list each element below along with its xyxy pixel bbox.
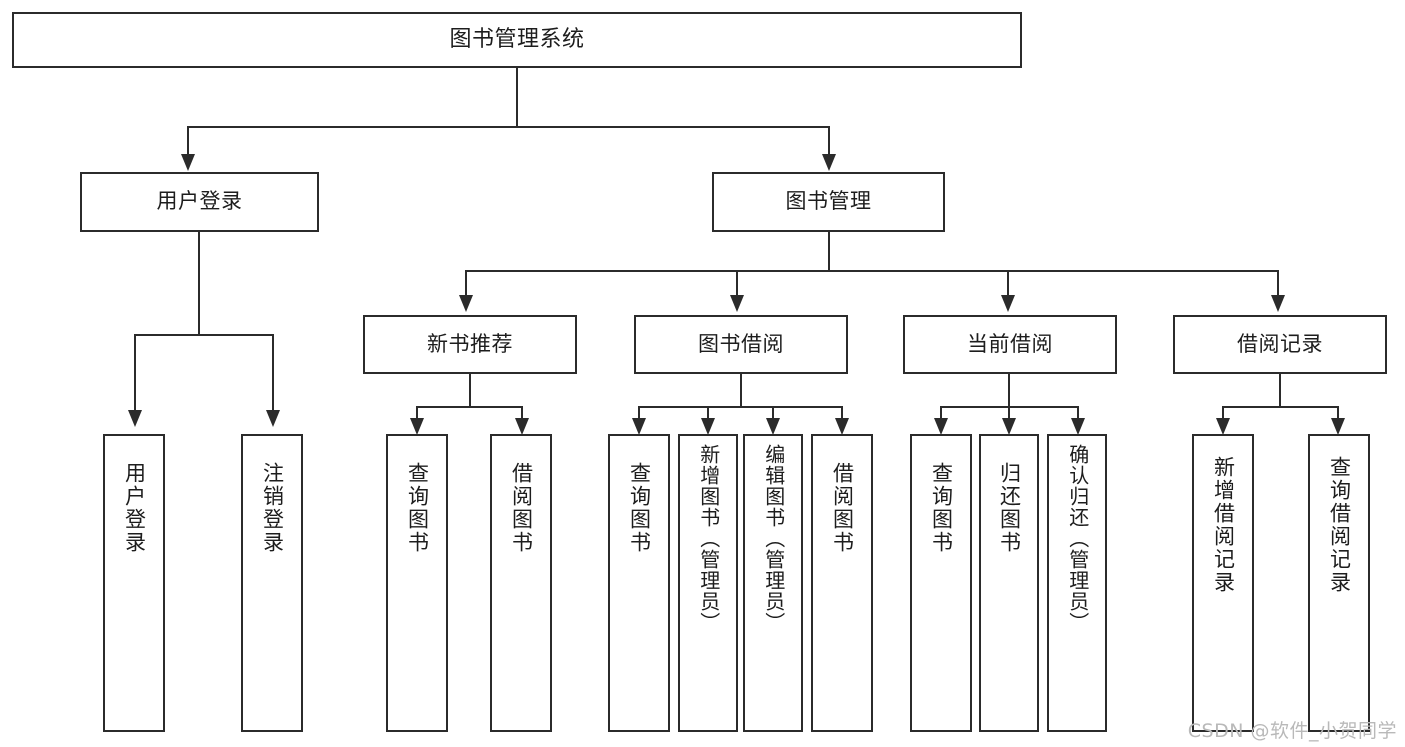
connector-book-borrow-stem	[740, 374, 743, 408]
leaf-book-borrow-query-label: 查询图书	[627, 462, 652, 554]
arrowhead-current-borrow-leaf-3	[1071, 418, 1085, 435]
leaf-current-borrow-return[interactable]: 归还图书	[979, 434, 1039, 732]
arrowhead-borrow-record-leaf-2	[1331, 418, 1345, 435]
connector-book-borrow-drop-2	[707, 406, 710, 420]
connector-root-drop-left	[187, 126, 190, 156]
connector-user-login-drop-2	[272, 334, 275, 412]
leaf-new-book-query[interactable]: 查询图书	[386, 434, 448, 732]
node-root[interactable]: 图书管理系统	[12, 12, 1022, 68]
connector-new-book-bar	[416, 406, 523, 409]
leaf-borrow-record-add-label: 新增借阅记录	[1211, 456, 1236, 594]
arrowhead-book-borrow-leaf-4	[835, 418, 849, 435]
connector-book-mgmt-drop-1	[465, 270, 468, 297]
connector-current-borrow-stem	[1008, 374, 1011, 408]
connector-user-login-stem	[198, 232, 201, 336]
leaf-current-borrow-confirm-label: 确认归还（管理员）	[1065, 444, 1090, 633]
connector-user-login-drop-1	[134, 334, 137, 412]
leaf-current-borrow-confirm[interactable]: 确认归还（管理员）	[1047, 434, 1107, 732]
arrowhead-book-mgmt-child-4	[1271, 295, 1285, 312]
connector-user-login-bar	[134, 334, 274, 337]
arrowhead-book-borrow-leaf-3	[766, 418, 780, 435]
connector-book-borrow-drop-4	[841, 406, 844, 420]
leaf-borrow-record-add[interactable]: 新增借阅记录	[1192, 434, 1254, 732]
leaf-borrow-record-query[interactable]: 查询借阅记录	[1308, 434, 1370, 732]
arrowhead-current-borrow-leaf-2	[1002, 418, 1016, 435]
connector-current-borrow-drop-1	[940, 406, 943, 420]
connector-book-borrow-drop-1	[638, 406, 641, 420]
arrowhead-current-borrow-leaf-1	[934, 418, 948, 435]
leaf-user-login-logout-label: 注销登录	[260, 462, 285, 554]
node-book-management[interactable]: 图书管理	[712, 172, 945, 232]
connector-book-mgmt-bar	[465, 270, 1279, 273]
node-current-borrow-label: 当前借阅	[967, 331, 1053, 356]
arrowhead-book-borrow-leaf-1	[632, 418, 646, 435]
connector-book-borrow-drop-3	[772, 406, 775, 420]
leaf-current-borrow-query-label: 查询图书	[929, 462, 954, 554]
arrowhead-new-book-leaf-2	[515, 418, 529, 435]
node-user-login[interactable]: 用户登录	[80, 172, 319, 232]
arrowhead-user-login-leaf-2	[266, 410, 280, 427]
node-book-borrow[interactable]: 图书借阅	[634, 315, 848, 374]
node-new-book-recommend-label: 新书推荐	[427, 331, 513, 356]
arrowhead-root-to-user-login	[181, 154, 195, 171]
arrowhead-user-login-leaf-1	[128, 410, 142, 427]
leaf-new-book-borrow[interactable]: 借阅图书	[490, 434, 552, 732]
leaf-user-login-login-label: 用户登录	[122, 462, 147, 554]
connector-borrow-record-stem	[1279, 374, 1282, 408]
leaf-new-book-borrow-label: 借阅图书	[509, 462, 534, 554]
connector-book-borrow-bar	[638, 406, 842, 409]
leaf-book-borrow-add[interactable]: 新增图书（管理员）	[678, 434, 738, 732]
node-root-label: 图书管理系统	[449, 26, 585, 52]
arrowhead-book-borrow-leaf-2	[701, 418, 715, 435]
node-borrow-record-label: 借阅记录	[1237, 331, 1323, 356]
leaf-book-borrow-edit[interactable]: 编辑图书（管理员）	[743, 434, 803, 732]
connector-root-drop-right	[828, 126, 831, 156]
connector-book-mgmt-stem	[828, 232, 831, 272]
leaf-book-borrow-borrow[interactable]: 借阅图书	[811, 434, 873, 732]
arrowhead-book-mgmt-child-2	[730, 295, 744, 312]
node-user-login-label: 用户登录	[156, 189, 243, 214]
node-book-borrow-label: 图书借阅	[698, 331, 784, 356]
connector-root-stem	[516, 68, 519, 128]
leaf-book-borrow-edit-label: 编辑图书（管理员）	[761, 444, 786, 633]
arrowhead-book-mgmt-child-3	[1001, 295, 1015, 312]
connector-book-mgmt-drop-3	[1007, 270, 1010, 297]
connector-root-bar	[187, 126, 830, 129]
connector-book-mgmt-drop-2	[736, 270, 739, 297]
arrowhead-book-mgmt-child-1	[459, 295, 473, 312]
leaf-user-login-logout[interactable]: 注销登录	[241, 434, 303, 732]
leaf-book-borrow-query[interactable]: 查询图书	[608, 434, 670, 732]
arrowhead-root-to-book-mgmt	[822, 154, 836, 171]
leaf-book-borrow-borrow-label: 借阅图书	[830, 462, 855, 554]
connector-new-book-stem	[469, 374, 472, 408]
connector-new-book-drop-1	[416, 406, 419, 420]
arrowhead-borrow-record-leaf-1	[1216, 418, 1230, 435]
connector-borrow-record-drop-1	[1222, 406, 1225, 420]
arrowhead-new-book-leaf-1	[410, 418, 424, 435]
connector-current-borrow-drop-3	[1077, 406, 1080, 420]
leaf-current-borrow-return-label: 归还图书	[997, 462, 1022, 554]
leaf-borrow-record-query-label: 查询借阅记录	[1327, 456, 1352, 594]
leaf-new-book-query-label: 查询图书	[405, 462, 430, 554]
connector-borrow-record-drop-2	[1337, 406, 1340, 420]
connector-book-mgmt-drop-4	[1277, 270, 1280, 297]
leaf-current-borrow-query[interactable]: 查询图书	[910, 434, 972, 732]
connector-current-borrow-drop-2	[1008, 406, 1011, 420]
connector-borrow-record-bar	[1222, 406, 1339, 409]
node-current-borrow[interactable]: 当前借阅	[903, 315, 1117, 374]
connector-new-book-drop-2	[521, 406, 524, 420]
node-new-book-recommend[interactable]: 新书推荐	[363, 315, 577, 374]
leaf-user-login-login[interactable]: 用户登录	[103, 434, 165, 732]
node-book-management-label: 图书管理	[785, 189, 872, 214]
leaf-book-borrow-add-label: 新增图书（管理员）	[696, 444, 721, 633]
node-borrow-record[interactable]: 借阅记录	[1173, 315, 1387, 374]
